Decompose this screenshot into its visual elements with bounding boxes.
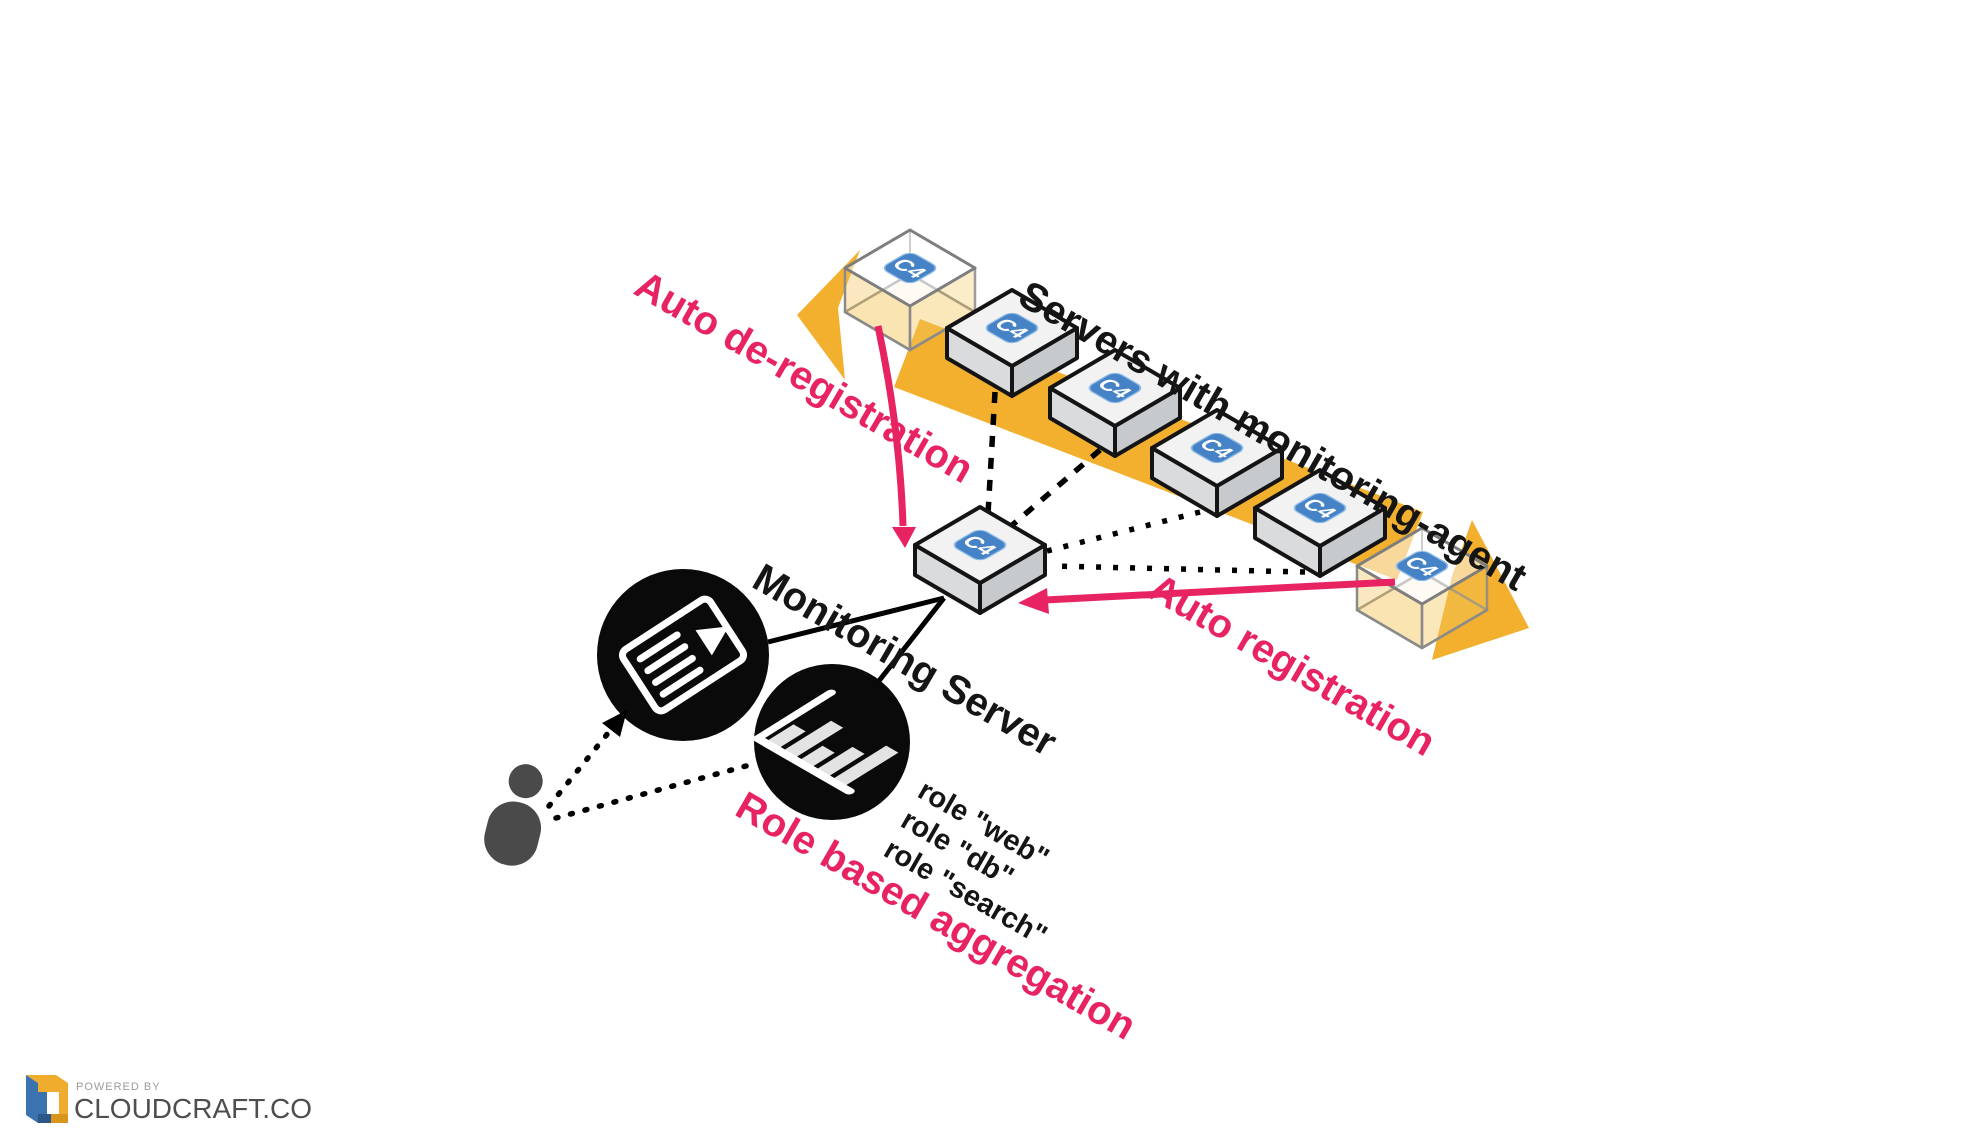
user-to-report-arrowhead [602,710,627,737]
powered-by-text: POWERED BY [76,1081,161,1093]
cloudcraft-logo-icon [26,1075,68,1123]
chart-bar [781,720,844,759]
monitoring-server-box: C4 [913,505,1047,615]
registration-arrowhead [1018,588,1049,614]
user-to-report-line [546,724,616,809]
logo-bottom-bar-left [38,1114,51,1123]
server-box-ghost-left: C4 [843,228,977,352]
cloudcraft-logo: POWERED BY CLOUDCRAFT.CO [26,1075,312,1124]
report-icon-line [651,654,696,686]
connector-server3 [1046,509,1201,554]
logo-left-side [26,1075,38,1123]
server-box-1: C4 [945,288,1079,398]
connector-server2 [1008,447,1102,530]
c4-badge: C4 [1088,372,1142,404]
chart-axis [752,689,855,795]
report-node [597,569,769,741]
report-icon-sheet [618,595,748,715]
report-node-circle [597,569,769,741]
logo-bottom-bar-right [51,1114,68,1123]
deregistration-arrow-line [874,325,907,527]
user-links [546,710,760,821]
user-icon [484,764,543,866]
report-icon-line [644,643,689,675]
logo-roof [26,1075,68,1083]
server-row: C4 C4 C4 C4 [843,228,1489,650]
c4-badge-plate [1088,372,1142,404]
user-icon-body [484,801,542,866]
logo-right-bar [59,1083,68,1123]
report-icon [618,595,748,715]
server-box-2: C4 [1048,348,1182,458]
report-icon-fold [695,626,729,656]
logo-left-bar [38,1083,47,1123]
c4-badge-plate [1293,492,1347,524]
chart-node-circle [754,664,910,820]
server-box-4: C4 [1253,468,1387,578]
c4-badge-plate [1395,550,1449,582]
connector-server4 [1051,563,1306,575]
agent-connectors [985,391,1306,575]
c4-badge-plate [1190,432,1244,464]
chart-bar [830,745,899,788]
server-box-ghost-right: C4 [1355,526,1489,650]
c4-badge-plate [883,252,937,284]
user-icon-head [508,764,543,799]
c4-badge-plate [953,529,1007,561]
report-icon-line [659,666,704,698]
cloudcraft-brand-text: CLOUDCRAFT.CO [74,1093,312,1124]
bar-chart-icon [752,689,899,795]
user-to-chart-line [553,760,760,821]
chart-bar [814,746,865,778]
deregistration-arrowhead [892,527,916,548]
server-box-3: C4 [1150,408,1284,518]
registration-arrow [1018,578,1396,614]
logo-top-bar [38,1083,68,1092]
registration-arrow-line [1044,578,1396,604]
chart-node [752,664,910,820]
chart-bar [764,724,806,750]
c4-badge-plate [985,312,1039,344]
link-to-report-node [767,595,945,645]
report-icon-line [636,631,681,663]
deregistration-arrow [874,325,916,548]
